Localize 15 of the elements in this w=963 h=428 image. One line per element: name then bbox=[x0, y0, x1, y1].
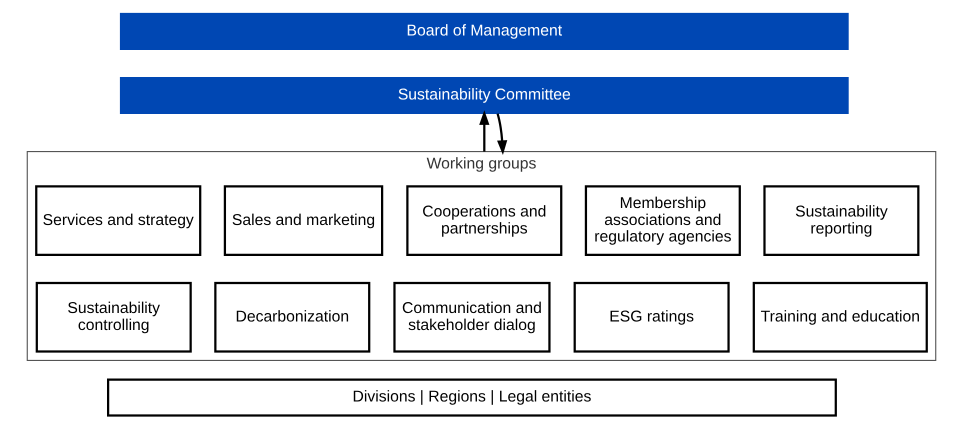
node-box: Sustainability reporting bbox=[763, 184, 920, 256]
node-box: Divisions | Regions | Legal entities bbox=[107, 378, 837, 416]
node-box: Decarbonization bbox=[214, 281, 370, 352]
node-box: Training and education bbox=[752, 281, 928, 352]
node-box: Sustainability Committee bbox=[120, 76, 849, 114]
node-box: Sustainability controlling bbox=[36, 281, 192, 352]
node-box: Cooperations and partnerships bbox=[406, 184, 562, 256]
arrow bbox=[479, 110, 490, 152]
node-box: Membership associations and regulatory agencies bbox=[584, 184, 741, 256]
node-box: Services and strategy bbox=[35, 184, 202, 256]
node-box: Sales and marketing bbox=[224, 184, 384, 256]
arrow bbox=[496, 112, 508, 154]
node-box: Board of Management bbox=[120, 12, 849, 50]
node-box: ESG ratings bbox=[574, 281, 730, 352]
node-box: Communication and stakeholder dialog bbox=[393, 281, 551, 352]
